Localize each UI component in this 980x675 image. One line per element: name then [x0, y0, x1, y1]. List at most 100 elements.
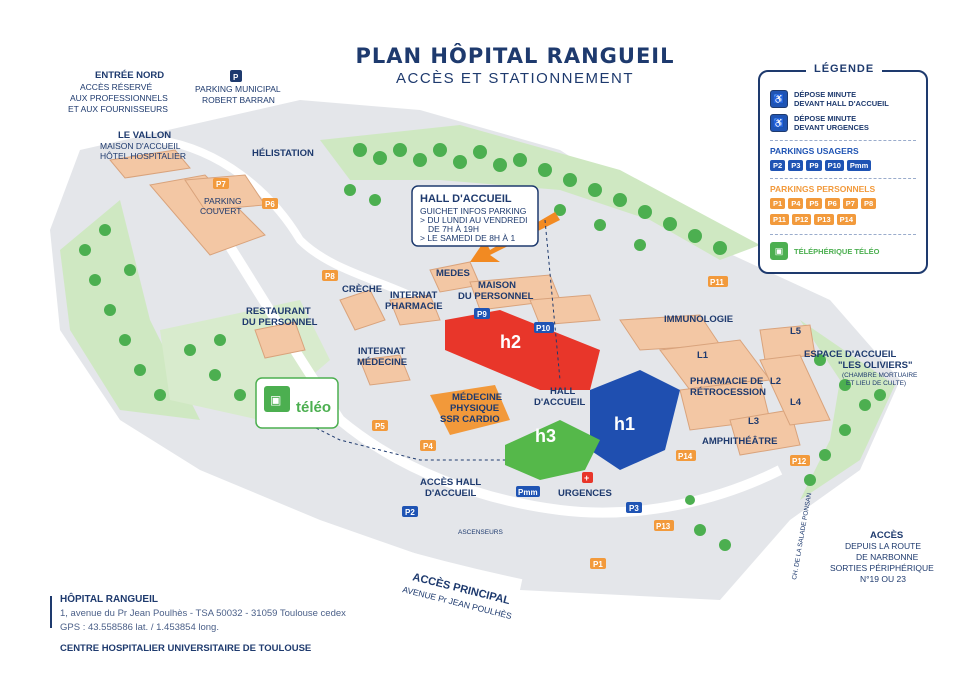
parking-p14[interactable] — [676, 450, 696, 461]
svg-text:PHARMACIE: PHARMACIE — [385, 301, 443, 312]
parking-p5[interactable] — [372, 420, 388, 431]
legend-cable-car: ▣ TÉLÉPHÉRIQUE TÉLÉO — [770, 242, 879, 260]
svg-text:D'ACCUEIL: D'ACCUEIL — [425, 488, 477, 499]
parking-p3[interactable] — [626, 502, 642, 513]
parking-p1[interactable] — [590, 558, 606, 569]
svg-text:P: P — [233, 73, 239, 82]
svg-text:RESTAURANT: RESTAURANT — [246, 306, 311, 317]
hall-info-dashed-path — [544, 219, 561, 381]
svg-text:ACCÈS RÉSERVÉ: ACCÈS RÉSERVÉ — [80, 82, 152, 92]
teleo-dashed-path — [299, 419, 505, 461]
buildings — [109, 149, 831, 456]
legend-chip-p14: P14 — [836, 214, 857, 225]
hospital-name: HÔPITAL RANGUEIL — [60, 594, 158, 605]
parking-p8[interactable] — [322, 270, 338, 281]
svg-text:AUX PROFESSIONNELS: AUX PROFESSIONNELS — [70, 93, 168, 103]
parking-p11[interactable] — [708, 276, 728, 287]
svg-text:HALL: HALL — [550, 386, 576, 397]
parking-p6[interactable] — [262, 198, 278, 209]
parking-p7[interactable] — [213, 178, 229, 189]
svg-text:ET LIEU DE CULTE): ET LIEU DE CULTE) — [846, 380, 906, 387]
svg-text:P1: P1 — [593, 560, 603, 569]
building-h2 — [445, 310, 600, 390]
parking-p13[interactable] — [654, 520, 674, 531]
legend-chip-p5: P5 — [806, 198, 822, 209]
footer-accent-bar — [50, 596, 52, 628]
parking-p4[interactable] — [420, 440, 436, 451]
svg-text:P11: P11 — [710, 278, 724, 287]
svg-text:N°19 OU 23: N°19 OU 23 — [860, 574, 906, 584]
svg-text:HÔTEL HOSPITALIER: HÔTEL HOSPITALIER — [100, 151, 186, 161]
parking-p10[interactable] — [534, 322, 554, 333]
parking-p2[interactable] — [402, 506, 418, 517]
svg-text:D'ACCUEIL: D'ACCUEIL — [534, 397, 586, 408]
svg-text:MÉDECINE: MÉDECINE — [357, 357, 407, 368]
svg-text:GUICHET INFOS PARKING: GUICHET INFOS PARKING — [420, 206, 526, 216]
svg-text:P7: P7 — [216, 180, 226, 189]
legend-chip-p8: P8 — [860, 198, 877, 209]
cable-car-glyph: ▣ — [270, 393, 281, 407]
svg-text:CRÈCHE: CRÈCHE — [342, 284, 382, 295]
svg-text:ASCENSEURS: ASCENSEURS — [458, 529, 503, 536]
svg-text:SSR CARDIO: SSR CARDIO — [440, 414, 500, 425]
svg-text:URGENCES: URGENCES — [558, 488, 612, 499]
chu-label: CENTRE HOSPITALIER UNIVERSITAIRE DE TOUL… — [60, 643, 312, 654]
legend-title: LÉGENDE — [806, 63, 883, 75]
svg-text:ACCÈS HALL: ACCÈS HALL — [420, 477, 481, 488]
hall-info-title: HALL D'ACCUEIL — [420, 193, 512, 205]
svg-text:HÉLISTATION: HÉLISTATION — [252, 148, 314, 159]
parking-p12[interactable] — [790, 455, 810, 466]
svg-text:P14: P14 — [678, 452, 693, 461]
svg-text:AMPHITHÉÂTRE: AMPHITHÉÂTRE — [702, 435, 777, 447]
svg-text:DE NARBONNE: DE NARBONNE — [856, 552, 919, 562]
forest-north — [320, 125, 760, 260]
hospital-gps: GPS : 43.558586 lat. / 1.453854 long. — [60, 622, 219, 633]
parking-pmm[interactable] — [516, 486, 540, 497]
svg-text:RÉTROCESSION: RÉTROCESSION — [690, 387, 766, 398]
page-subtitle: ACCÈS ET STATIONNEMENT — [395, 70, 635, 87]
svg-text:DEPUIS LA ROUTE: DEPUIS LA ROUTE — [845, 541, 921, 551]
svg-text:L5: L5 — [790, 326, 802, 337]
emergency-cross-icon — [582, 472, 593, 483]
svg-text:> LE SAMEDI DE 8H À 1: > LE SAMEDI DE 8H À 1 — [420, 233, 515, 243]
svg-text:L3: L3 — [748, 416, 759, 427]
svg-text:P8: P8 — [325, 272, 335, 281]
footer: HÔPITAL RANGUEIL 1, avenue du Pr Jean Po… — [50, 594, 346, 654]
legend-chip-p1: P1 — [770, 198, 786, 209]
svg-text:PHYSIQUE: PHYSIQUE — [450, 403, 499, 414]
parking-p9[interactable] — [474, 308, 490, 319]
building-h1 — [590, 370, 680, 470]
legend-chip-p12: P12 — [791, 214, 812, 225]
svg-text:INTERNAT: INTERNAT — [358, 346, 406, 357]
svg-text:LE VALLON: LE VALLON — [118, 130, 171, 141]
svg-text:ROBERT BARRAN: ROBERT BARRAN — [202, 95, 275, 105]
svg-text:P2: P2 — [405, 508, 415, 517]
svg-text:MAISON D'ACCUEIL: MAISON D'ACCUEIL — [100, 141, 181, 151]
svg-text:MAISON: MAISON — [478, 280, 516, 291]
parking-badges: P7 P6 P8 P5 P4 P11 P14 P12 P13 P1 P9 P10… — [213, 178, 810, 569]
page-title: PLAN HÔPITAL RANGUEIL — [355, 44, 675, 68]
legend-users-title: PARKINGS USAGERS — [770, 146, 859, 156]
svg-text:P6: P6 — [265, 200, 275, 209]
legend-chip-p10: P10 — [824, 160, 844, 171]
svg-text:ET AUX FOURNISSEURS: ET AUX FOURNISSEURS — [68, 104, 168, 114]
svg-text:SORTIES PÉRIPHÉRIQUE: SORTIES PÉRIPHÉRIQUE — [830, 563, 934, 573]
svg-text:"LES OLIVIERS": "LES OLIVIERS" — [838, 360, 912, 371]
svg-text:P3: P3 — [629, 504, 639, 513]
legend-chip-p11: P11 — [770, 214, 789, 225]
svg-text:COUVERT: COUVERT — [200, 206, 241, 216]
cable-car-icon: ▣ — [770, 242, 788, 260]
svg-text:(CHAMBRE MORTUAIRE: (CHAMBRE MORTUAIRE — [842, 372, 918, 379]
building-medecine — [430, 385, 510, 435]
svg-text:P9: P9 — [477, 310, 487, 319]
legend-chip-p9: P9 — [806, 160, 822, 171]
trees — [79, 143, 886, 551]
label-h1: h1 — [614, 414, 635, 434]
svg-text:L4: L4 — [790, 397, 802, 408]
